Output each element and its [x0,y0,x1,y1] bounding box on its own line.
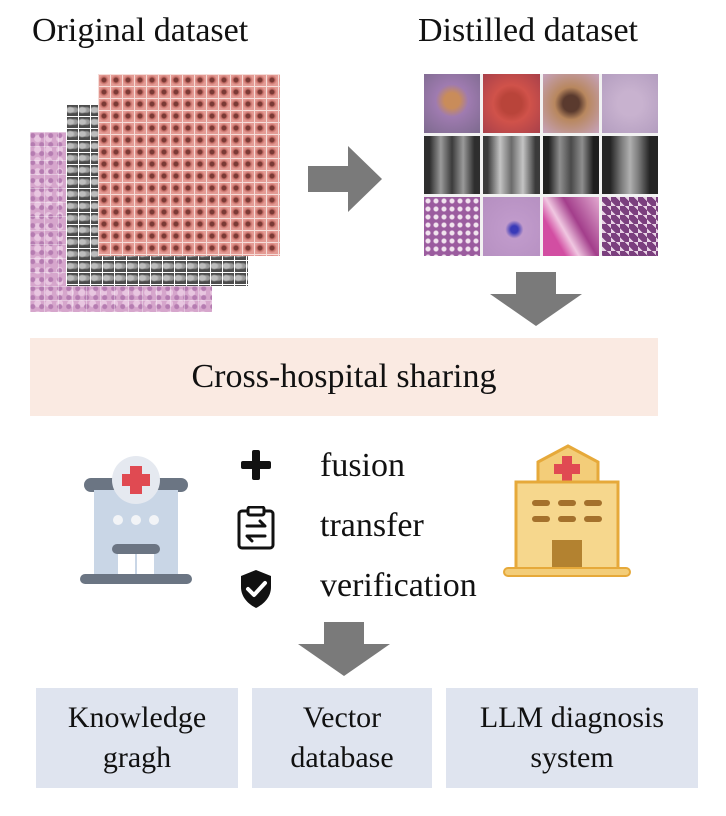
distilled-tile [601,74,658,133]
clipboard-transfer-icon [237,506,275,550]
distilled-dataset-title: Distilled dataset [418,12,639,49]
cross-hospital-sharing-band: Cross-hospital sharing [30,338,658,416]
output-llm-diagnosis-system: LLM diagnosis system [446,688,698,788]
distilled-tile [542,197,599,256]
original-dataset-title: Original dataset [32,12,249,49]
distilled-tile [483,74,540,133]
down-arrow-to-sharing [490,272,582,326]
distilled-tile [424,135,481,195]
down-arrow-to-outputs [298,622,390,676]
output-knowledge-graph: Knowledge gragh [36,688,238,788]
output-llm-diagnosis-system-label: LLM diagnosis system [479,700,665,775]
distilled-tile [424,197,481,256]
distilled-image-grid [424,74,658,256]
dermoscopy-mosaic [98,74,280,256]
distilled-tile [542,74,599,133]
distilled-tile [424,74,481,133]
operation-transfer: transfer [320,507,424,544]
distilled-tile [601,135,658,195]
operation-fusion: fusion [320,447,405,484]
right-arrow [308,146,382,212]
shield-check-icon [241,570,271,608]
hospital-gold-icon [503,444,631,577]
operation-verification: verification [320,567,477,604]
output-vector-database-label: Vector database [290,700,394,775]
output-vector-database: Vector database [252,688,432,788]
distilled-tile [483,135,540,195]
distilled-tile [483,197,540,256]
distilled-tile [542,135,599,195]
plus-icon [241,450,271,480]
distilled-tile [601,197,658,256]
cross-hospital-sharing-label: Cross-hospital sharing [191,358,497,395]
output-knowledge-graph-label: Knowledge gragh [67,700,207,775]
hospital-blue-icon [80,456,192,584]
